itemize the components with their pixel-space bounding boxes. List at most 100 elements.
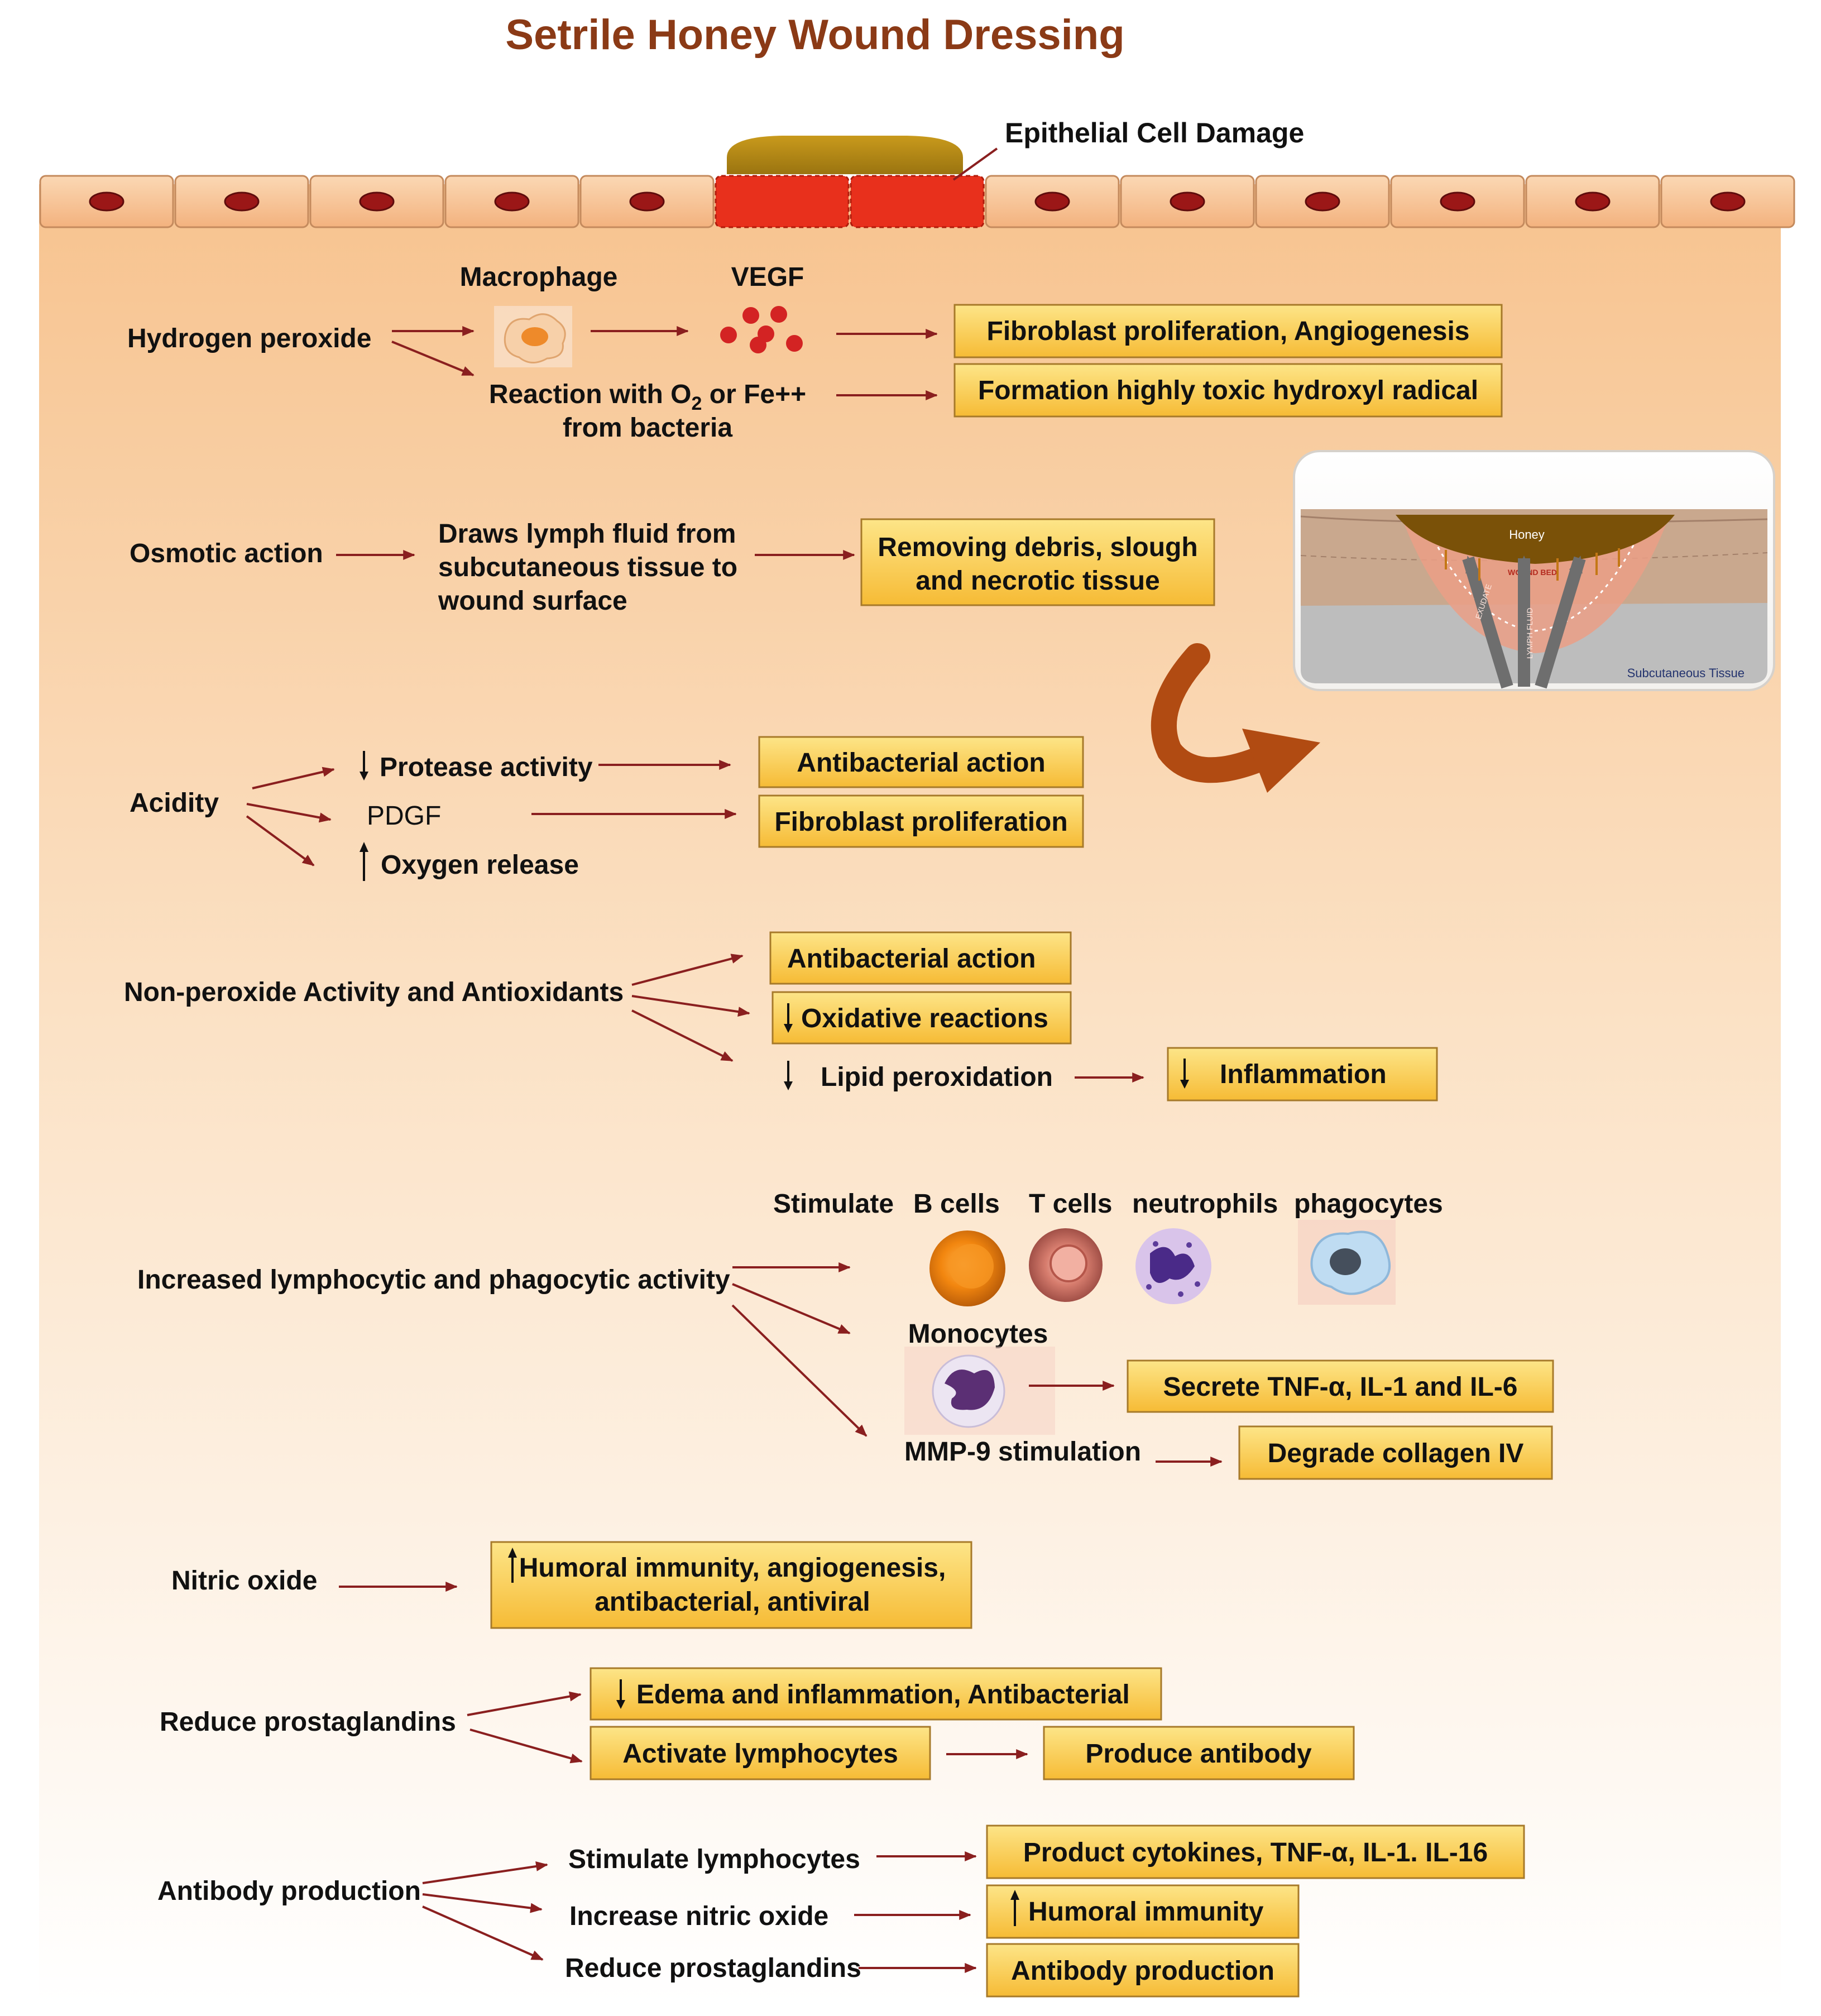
arrow [469,1728,583,1764]
down-arrow-icon [360,751,368,780]
svg-text:Inflammation: Inflammation [1220,1060,1387,1089]
arrow [391,341,475,376]
t-cells-label: T cells [1029,1189,1112,1219]
box-removing-debris: Removing debris, slough and necrotic tis… [860,518,1215,606]
down-arrow-icon [784,1003,793,1033]
arrow [732,1283,851,1334]
wound-bed-inset: Honey WOUND BED EXUDATE LYMPH FLUID Subc… [1293,450,1775,691]
arrow [467,1691,582,1716]
lipid-peroxidation: Lipid peroxidation [821,1062,1053,1092]
inset-wound-bed-label: WOUND BED [1508,568,1557,577]
up-arrow-icon [508,1548,517,1583]
up-arrow-icon [360,842,368,881]
stimulate-label: Stimulate [773,1189,894,1219]
diagram-title: Setrile Honey Wound Dressing [505,11,1124,59]
arrow [422,1905,544,1961]
lympho-label: Increased lymphocytic and phagocytic act… [137,1265,730,1295]
svg-text:antibacterial, antiviral: antibacterial, antiviral [595,1587,870,1617]
b-cell-icon [929,1230,1005,1306]
svg-text:Formation highly toxic hydroxy: Formation highly toxic hydroxyl radical [978,376,1478,405]
inset-subcut-label: Subcutaneous Tissue [1627,666,1745,680]
osmotic-label: Osmotic action [130,539,323,568]
down-arrow-icon [784,1061,793,1090]
nitric-label: Nitric oxide [171,1566,317,1596]
svg-text:Antibacterial action: Antibacterial action [797,748,1045,778]
osmotic-desc-line3: wound surface [438,586,627,616]
vegf-molecules-icon [720,306,803,353]
mmp9-label: MMP-9 stimulation [904,1437,1141,1467]
phagocytes-label: phagocytes [1294,1189,1443,1219]
acidity-label: Acidity [130,788,219,818]
curved-arrow-icon [1151,643,1320,793]
osmotic-desc-line1: Draws lymph fluid from [438,519,736,549]
nonperoxide-label: Non-peroxide Activity and Antioxidants [124,978,624,1007]
box-secrete-tnf: Secrete TNF-α, IL-1 and IL-6 [1127,1359,1554,1413]
cell-nucleus [1575,191,1611,212]
inset-lymph-label: LYMPH FLUID [1525,607,1534,659]
cell-nucleus [1305,191,1340,212]
box-nonperoxide-antibacterial: Antibacterial action [769,931,1072,985]
vegf-label: VEGF [731,262,804,292]
phagocyte-icon [1298,1220,1396,1305]
svg-text:Humoral immunity, angiogenesis: Humoral immunity, angiogenesis, [519,1553,946,1583]
box-acidity-fibroblast: Fibroblast proliferation [758,794,1084,848]
cell-nucleus [1170,191,1205,212]
antibody-stimulate: Stimulate lymphocytes [568,1845,860,1874]
svg-text:Produce antibody: Produce antibody [1085,1739,1312,1769]
box-fibroblast-angiogenesis: Fibroblast proliferation, Angiogenesis [953,304,1503,358]
box-oxidative-reactions: Oxidative reactions [771,991,1072,1045]
svg-text:Edema and inflammation, Antiba: Edema and inflammation, Antibacterial [636,1680,1130,1709]
arrow [246,803,332,823]
acidity-protease: Protease activity [380,753,593,782]
cell-nucleus [1440,191,1475,212]
osmotic-desc-line2: subcutaneous tissue to [438,553,737,582]
svg-text:Humoral immunity: Humoral immunity [1028,1897,1264,1927]
damage-label: Epithelial Cell Damage [1005,117,1304,149]
cell-nucleus [1034,191,1070,212]
acidity-pdgf: PDGF [367,801,441,831]
cell-nucleus [359,191,395,212]
arrow [631,954,744,986]
box-hydroxyl-radical: Formation highly toxic hydroxyl radical [953,363,1503,418]
box-acidity-antibacterial: Antibacterial action [758,736,1084,788]
b-cells-label: B cells [913,1189,1000,1219]
cell-nucleus [494,191,530,212]
box-humoral: Humoral immunity [986,1884,1300,1939]
down-arrow-icon [1180,1059,1189,1089]
inset-honey-label: Honey [1509,528,1545,542]
cell-nucleus [224,191,260,212]
up-arrow-icon [1010,1890,1019,1926]
macrophage-label: Macrophage [460,262,618,292]
svg-text:Oxidative reactions: Oxidative reactions [801,1004,1048,1033]
arrow [422,1861,548,1884]
box-humoral-immunity: Humoral immunity, angiogenesis, antibact… [490,1541,972,1629]
honey-dressing [727,136,963,174]
t-cell-icon [1029,1228,1103,1302]
arrow [246,815,315,866]
svg-text:Product cytokines, TNF-α, IL-1: Product cytokines, TNF-α, IL-1. IL-16 [1023,1838,1488,1867]
neutrophils-label: neutrophils [1132,1189,1278,1219]
arrow [731,1304,868,1437]
reaction-label-line1: Reaction with O2 or Fe++ [489,380,806,414]
damaged-cell [715,175,850,228]
svg-text:Secrete TNF-α, IL-1 and IL-6: Secrete TNF-α, IL-1 and IL-6 [1163,1372,1518,1402]
acidity-oxygen: Oxygen release [381,850,579,880]
box-edema-inflammation: Edema and inflammation, Antibacterial [590,1667,1162,1721]
svg-text:and necrotic tissue: and necrotic tissue [916,566,1159,596]
arrow [422,1893,543,1913]
antibody-prosta: Reduce prostaglandins [565,1953,861,1983]
monocyte-icon [904,1347,1055,1435]
svg-text:Removing debris, slough: Removing debris, slough [878,533,1197,562]
arrow [631,995,750,1017]
svg-text:Fibroblast proliferation: Fibroblast proliferation [774,807,1067,837]
svg-text:Antibacterial action: Antibacterial action [787,944,1036,974]
box-degrade-collagen: Degrade collagen IV [1238,1425,1553,1480]
svg-text:Degrade collagen IV: Degrade collagen IV [1268,1439,1524,1468]
reaction-label-line2: from bacteria [563,413,732,443]
down-arrow-icon [616,1679,625,1709]
damage-pointer-line [952,147,998,181]
monocytes-label: Monocytes [908,1319,1048,1349]
antibody-nitric: Increase nitric oxide [569,1902,828,1931]
svg-text:Activate lymphocytes: Activate lymphocytes [622,1739,898,1769]
